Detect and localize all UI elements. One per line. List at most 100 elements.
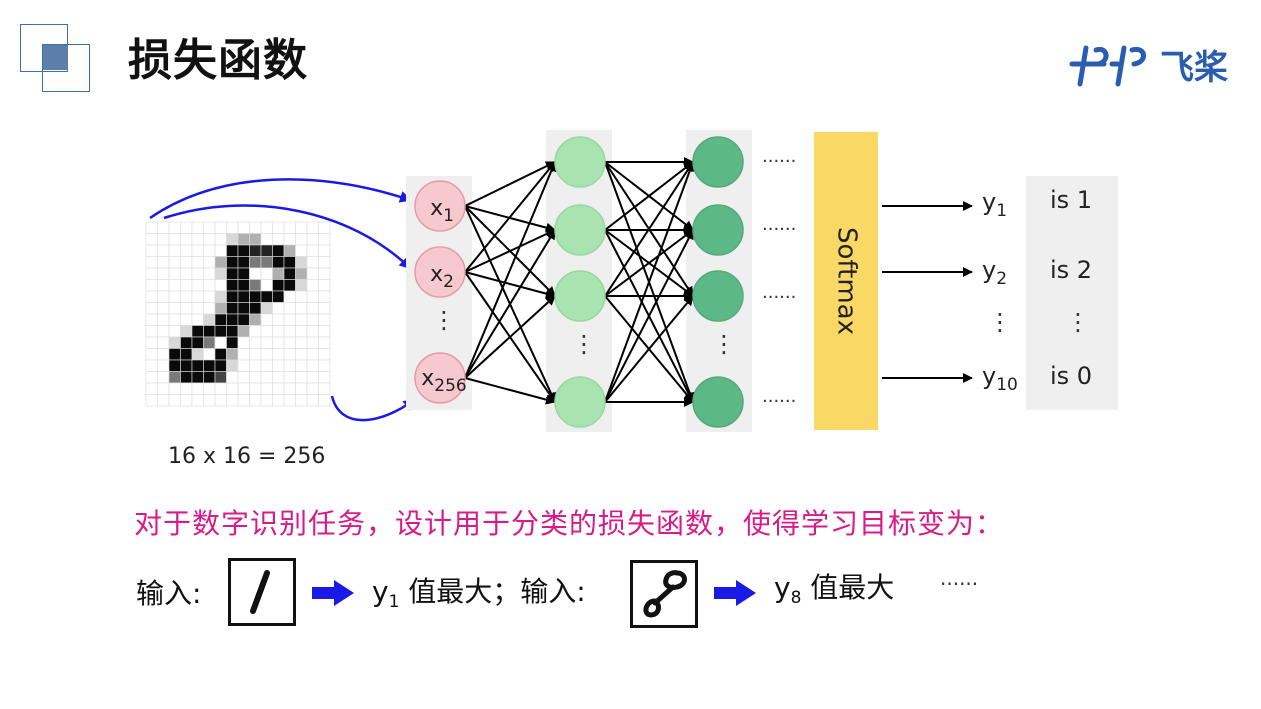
pixel-cell <box>237 348 250 361</box>
pixel-cell <box>306 244 319 257</box>
pixel-cell <box>272 371 285 384</box>
pixel-cell <box>180 394 193 407</box>
pixel-cell <box>226 359 239 372</box>
pixel-cell <box>272 325 285 338</box>
example-trailing-dots: ...... <box>940 566 979 590</box>
pixel-cell <box>203 279 216 292</box>
pixel-cell <box>283 336 296 349</box>
output-labels-bg <box>1026 176 1118 410</box>
pixel-cell <box>249 233 262 246</box>
pixel-cell <box>145 279 158 292</box>
pixel-cell <box>145 290 158 303</box>
output-class-1: is 1 <box>1050 186 1093 214</box>
pixel-cell <box>214 233 227 246</box>
pixel-cell <box>226 244 239 257</box>
hidden-1-node-4 <box>554 376 606 428</box>
pixel-cell <box>283 348 296 361</box>
pixel-cell <box>191 233 204 246</box>
corner-decoration-fill <box>42 44 68 70</box>
pixel-cell <box>260 348 273 361</box>
output-vdots: ⋮ <box>988 308 1012 336</box>
pixel-cell <box>145 267 158 280</box>
pixel-cell <box>306 371 319 384</box>
pixel-cell <box>203 394 216 407</box>
pixel-cell <box>318 348 331 361</box>
pixel-cell <box>168 325 181 338</box>
pixel-cell <box>283 221 296 234</box>
pixel-cell <box>180 221 193 234</box>
connection-line <box>464 377 556 405</box>
class-vdots: ⋮ <box>1066 308 1090 336</box>
pixel-cell <box>318 256 331 269</box>
pixel-cell <box>157 313 170 326</box>
pixel-cell <box>283 267 296 280</box>
input-node-2 <box>414 246 466 298</box>
pixel-cell <box>249 244 262 257</box>
pixel-cell <box>318 279 331 292</box>
digit-one-thumbnail <box>228 558 296 626</box>
pixel-cell <box>283 371 296 384</box>
pixel-cell <box>214 244 227 257</box>
pixel-cell <box>168 313 181 326</box>
pixel-cell <box>237 221 250 234</box>
pixel-cell <box>191 267 204 280</box>
pixel-cell <box>180 336 193 349</box>
hidden-dots-2: ...... <box>762 214 797 235</box>
pixel-cell <box>237 279 250 292</box>
pixel-cell <box>306 394 319 407</box>
pixel-cell <box>283 382 296 395</box>
pixel-cell <box>295 336 308 349</box>
connection-line <box>464 161 556 207</box>
pixel-cell <box>237 336 250 349</box>
pixel-cell <box>237 302 250 315</box>
pixel-cell <box>180 279 193 292</box>
pixel-cell <box>260 221 273 234</box>
digit-eight-thumbnail <box>630 560 698 628</box>
pixel-cell <box>214 336 227 349</box>
pixel-cell <box>203 371 216 384</box>
pixel-cell <box>318 336 331 349</box>
pixel-cell <box>157 244 170 257</box>
softmax-block <box>814 132 878 430</box>
pixel-cell <box>237 325 250 338</box>
pixel-cell <box>306 359 319 372</box>
hidden-1-node-1 <box>554 136 606 188</box>
pixel-cell <box>272 256 285 269</box>
connection-line <box>464 271 556 299</box>
connection-line <box>604 229 694 403</box>
blue-right-arrow-icon-2 <box>714 580 756 606</box>
pixel-cell <box>157 359 170 372</box>
pixel-cell <box>272 313 285 326</box>
pixel-cell <box>168 267 181 280</box>
pixel-cell <box>272 359 285 372</box>
pixel-cell <box>226 336 239 349</box>
pixel-cell <box>295 313 308 326</box>
paddle-logo-icon <box>1069 45 1146 87</box>
pixel-cell <box>260 313 273 326</box>
pixel-cell <box>157 221 170 234</box>
pixel-cell <box>157 394 170 407</box>
pixel-cell <box>283 325 296 338</box>
pixel-cell <box>203 221 216 234</box>
arrow-to-x2 <box>163 204 412 270</box>
pixel-cell <box>226 348 239 361</box>
hidden-2-node-2 <box>692 204 744 256</box>
pixel-cell <box>168 371 181 384</box>
input-vdots: ⋮ <box>432 306 456 334</box>
pixel-cell <box>237 233 250 246</box>
pixel-cell <box>272 221 285 234</box>
pixel-cell <box>168 279 181 292</box>
pixel-cell <box>191 394 204 407</box>
pixel-cell <box>157 279 170 292</box>
pixel-cell <box>191 256 204 269</box>
pixel-cell <box>272 336 285 349</box>
pixel-cell <box>260 325 273 338</box>
pixel-cell <box>191 382 204 395</box>
pixel-cell <box>157 382 170 395</box>
image-size-label: 16 x 16 = 256 <box>168 444 326 469</box>
pixel-cell <box>214 394 227 407</box>
pixel-cell <box>283 302 296 315</box>
pixel-cell <box>295 290 308 303</box>
pixel-cell <box>260 267 273 280</box>
pixel-cell <box>260 371 273 384</box>
